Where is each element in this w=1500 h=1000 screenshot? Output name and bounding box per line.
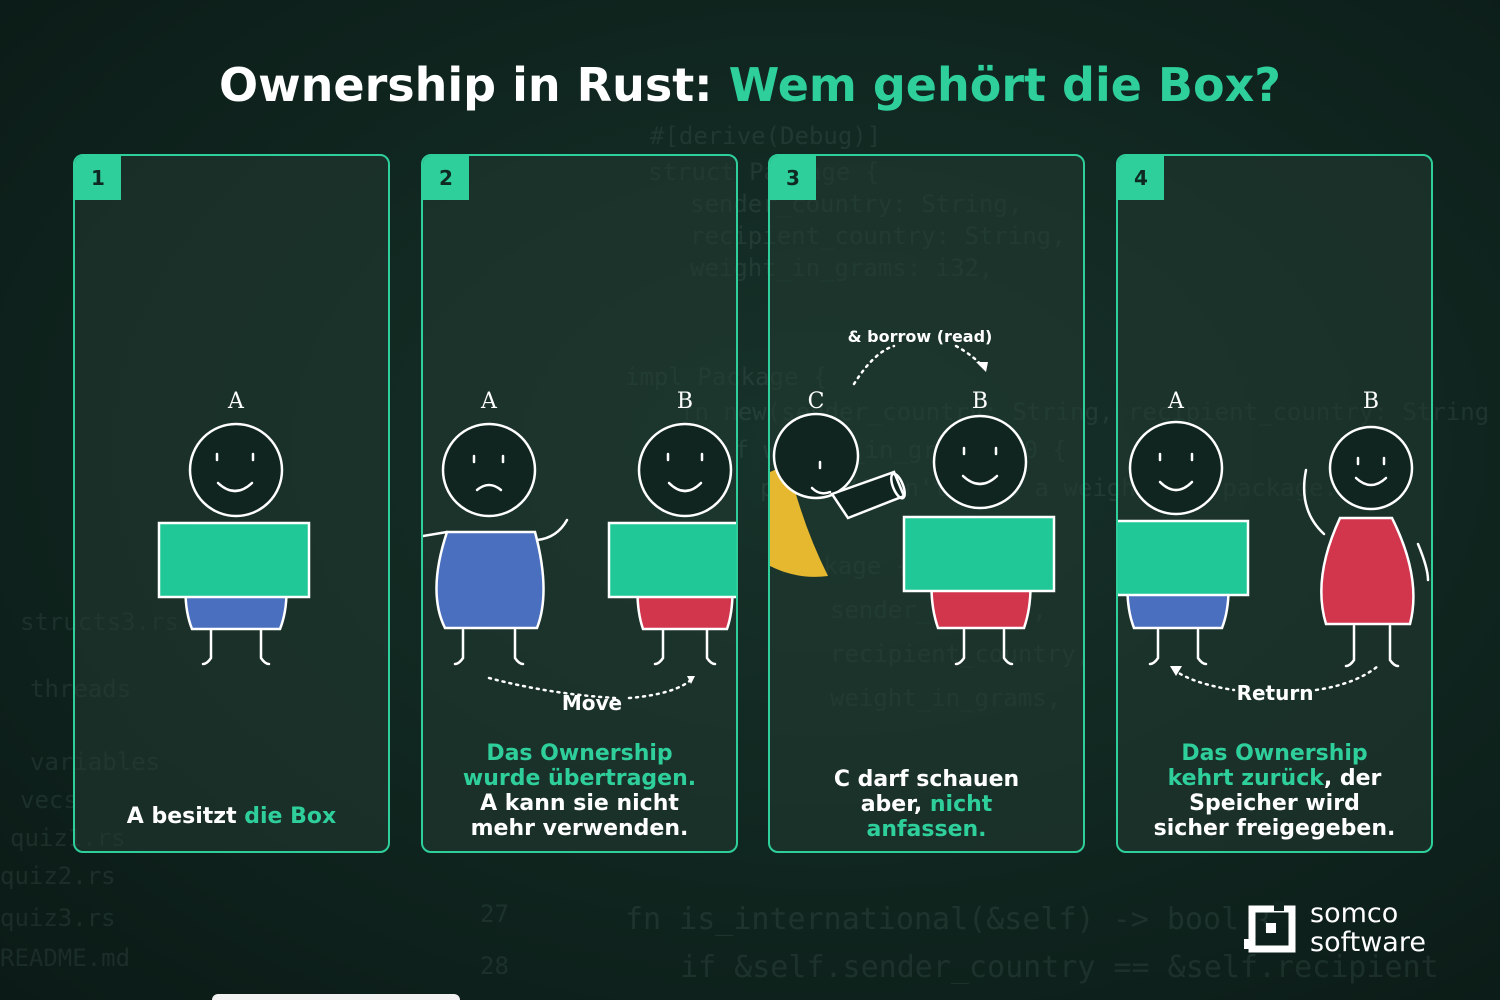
caption-plain: , der Speicher wird sicher freigegeben. bbox=[1153, 766, 1396, 841]
box bbox=[157, 521, 311, 599]
person-b-figure bbox=[1302, 425, 1430, 668]
caption-accent: die Box bbox=[244, 804, 337, 829]
panel-4: 4 A B Return Das Ownership kehrt zurück,… bbox=[1116, 154, 1433, 853]
panel-1: 1 A A besitzt die Box bbox=[73, 154, 390, 853]
bottom-bar bbox=[212, 994, 460, 1000]
step-number-badge: 1 bbox=[75, 156, 121, 200]
logo-line-1: somco bbox=[1310, 898, 1399, 929]
return-arrow bbox=[1172, 664, 1380, 692]
title-main: Ownership in Rust: bbox=[219, 58, 713, 112]
person-b-label: B bbox=[972, 389, 988, 414]
caption-plain: A kann sie nicht mehr verwenden. bbox=[470, 791, 689, 841]
step-number-badge: 2 bbox=[423, 156, 469, 200]
caption-accent: Das Ownership wurde übertragen. bbox=[462, 741, 697, 791]
panel-4-caption: Das Ownership kehrt zurück, der Speicher… bbox=[1118, 741, 1431, 841]
borrow-arrowhead bbox=[976, 362, 988, 372]
panel-3: 3 & borrow (read) C B C darf schauen abe… bbox=[768, 154, 1085, 853]
somco-logo-mark bbox=[1244, 901, 1296, 953]
caption-plain: A besitzt bbox=[126, 804, 245, 829]
panel-2-caption: Das Ownership wurde übertragen. A kann s… bbox=[423, 741, 736, 841]
person-b-label: B bbox=[677, 389, 693, 414]
person-c-label: C bbox=[808, 389, 825, 414]
person-b-label: B bbox=[1363, 389, 1379, 414]
person-c-figure bbox=[770, 412, 906, 577]
panel-4-illustration: A B Return bbox=[1118, 389, 1430, 705]
step-number-badge: 4 bbox=[1118, 156, 1164, 200]
page-title: Ownership in Rust: Wem gehört die Box? bbox=[0, 58, 1500, 112]
borrow-label: & borrow (read) bbox=[848, 327, 993, 346]
return-arrowhead bbox=[1170, 666, 1182, 676]
panel-1-illustration: A bbox=[157, 389, 311, 666]
box bbox=[902, 515, 1056, 593]
panel-3-caption: C darf schauen aber, nicht anfassen. bbox=[770, 767, 1083, 842]
logo-line-2: software bbox=[1310, 927, 1426, 958]
caption-accent: Das Ownership kehrt zurück bbox=[1167, 741, 1368, 791]
panel-2-illustration: A B Move bbox=[423, 389, 736, 715]
title-accent: Wem gehört die Box? bbox=[728, 58, 1281, 112]
panel-1-caption: A besitzt die Box bbox=[75, 804, 388, 829]
caption-plain: C darf schauen aber, bbox=[833, 767, 1020, 817]
person-a-figure bbox=[423, 422, 569, 666]
borrow-arrow bbox=[852, 344, 986, 386]
somco-logo: somco software bbox=[1244, 896, 1464, 960]
move-arrowhead bbox=[687, 676, 695, 684]
step-number-badge: 3 bbox=[770, 156, 816, 200]
return-label: Return bbox=[1237, 681, 1314, 705]
caption-accent: nicht anfassen. bbox=[866, 792, 993, 842]
box bbox=[607, 521, 736, 599]
person-a-label: A bbox=[1167, 389, 1185, 414]
person-a-label: A bbox=[227, 389, 245, 414]
panel-3-illustration: & borrow (read) C B bbox=[770, 327, 1056, 666]
person-a-label: A bbox=[480, 389, 498, 414]
move-label: Move bbox=[562, 691, 622, 715]
box bbox=[1118, 519, 1250, 597]
panel-2: 2 A B Move Das Ownership wurde übertrage… bbox=[421, 154, 738, 853]
